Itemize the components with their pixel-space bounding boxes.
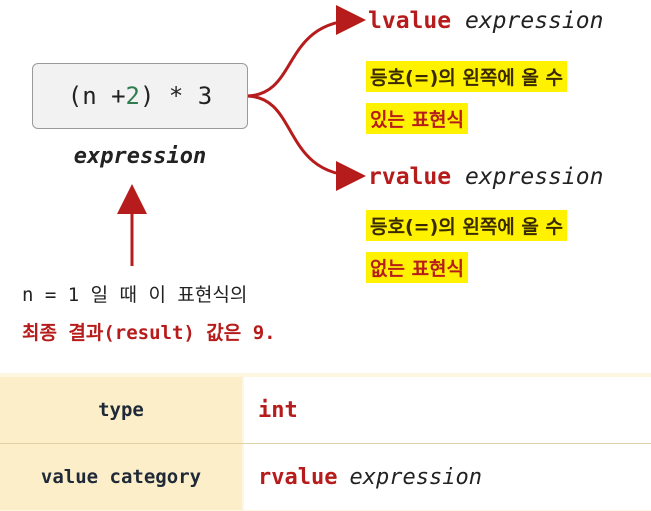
type-value: int [258, 397, 298, 423]
arrow-to-rvalue [245, 94, 366, 191]
note-line-2: 최종 결과(result) 값은 9. [22, 322, 276, 344]
table-key: type [0, 377, 242, 443]
expression-box: (n + 2) * 3 [32, 63, 248, 129]
lvalue-heading: lvalue expression [368, 8, 603, 34]
rvalue-word: expression [464, 164, 604, 190]
table-divider [0, 443, 651, 444]
category-word: expression [349, 464, 482, 490]
table-row-category: value category rvalue expression [0, 444, 651, 510]
note-line-1: n = 1 일 때 이 표현식의 [22, 284, 248, 306]
expr-number: 2 [125, 82, 140, 110]
category-keyword: rvalue [258, 464, 338, 490]
expression-label: expression [73, 144, 207, 169]
lvalue-keyword: lvalue [368, 8, 452, 34]
rvalue-keyword: rvalue [368, 164, 452, 190]
table-row-type: type int [0, 377, 651, 443]
expr-part-3: ) * 3 [140, 82, 213, 110]
arrow-to-lvalue [245, 5, 366, 98]
rvalue-heading: rvalue expression [368, 164, 603, 190]
rvalue-desc-1: 등호(=)의 왼쪽에 올 수 [366, 210, 567, 241]
lvalue-word: expression [464, 8, 604, 34]
expr-part-1: (n + [67, 82, 126, 110]
table-value: int [244, 377, 651, 443]
lvalue-desc-2: 있는 표현식 [366, 103, 469, 134]
rvalue-desc-2: 없는 표현식 [366, 252, 469, 283]
table-key: value category [0, 444, 242, 510]
info-table: type int value category rvalue expressio… [0, 373, 651, 511]
lvalue-desc-1: 등호(=)의 왼쪽에 올 수 [366, 61, 567, 92]
table-value: rvalue expression [244, 444, 651, 510]
